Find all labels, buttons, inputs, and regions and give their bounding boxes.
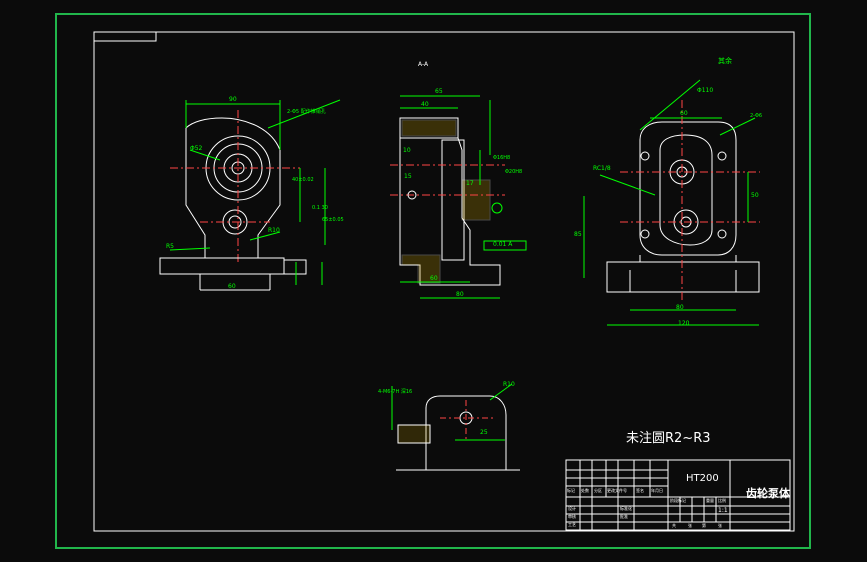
tb-label-review: 审核 xyxy=(568,514,576,519)
dim-side-60: 60 xyxy=(680,110,688,117)
tb-label-no: 第 xyxy=(702,523,706,528)
dim-sec-15: 15 xyxy=(404,173,412,180)
title-block xyxy=(565,459,791,531)
tb-label-standard: 标准化 xyxy=(620,506,632,511)
dim-sec-phi16: Φ16H8 xyxy=(493,155,511,161)
corner-tag-box xyxy=(93,31,157,42)
dim-front-phi52: Φ52 xyxy=(190,145,203,152)
tb-label-mark: 标记 xyxy=(567,488,575,493)
dim-side-85: 85 xyxy=(574,231,582,238)
front-view xyxy=(159,99,341,291)
tb-label-count: 处数 xyxy=(581,488,589,493)
dim-detail-thread: 4-M6-7H 深16 xyxy=(378,389,413,395)
dim-front-90: 90 xyxy=(229,96,237,103)
dim-sec-10: 10 xyxy=(403,147,411,154)
dim-front-tol: 0.1 30 xyxy=(312,205,328,211)
dim-detail-25: 25 xyxy=(480,429,488,436)
tb-label-approve: 批准 xyxy=(620,514,628,519)
dim-sec-80: 80 xyxy=(456,291,464,298)
tb-label-date: 年月日 xyxy=(651,488,663,493)
dim-front-60: 60 xyxy=(228,283,236,290)
tb-label-zone: 分区 xyxy=(594,488,602,493)
dim-sec-17: 17 xyxy=(466,180,474,187)
dim-side-120: 120 xyxy=(678,320,690,327)
part-name-label: 齿轮泵体 xyxy=(746,487,790,500)
dim-front-pin-note: 2-Φ5 配作锥销孔 xyxy=(287,109,326,115)
tb-label-total: 共 xyxy=(672,523,676,528)
material-label: HT200 xyxy=(686,473,719,484)
sheet-outer-border xyxy=(55,13,811,549)
dim-sec-phi20: Φ20H8 xyxy=(505,169,523,175)
dim-side-2phi6: 2-Φ6 xyxy=(750,113,763,119)
fillet-note: 未注圆R2~R3 xyxy=(626,431,711,446)
section-label: A-A xyxy=(418,61,429,68)
dim-sec-geom-tol: 0.01 A xyxy=(493,241,513,248)
sheet-inner-border xyxy=(93,31,795,532)
section-view xyxy=(390,95,527,299)
dim-sec-65: 65 xyxy=(435,88,443,95)
tb-label-sheet-b: 张 xyxy=(718,523,722,528)
dim-front-r10: R10 xyxy=(268,227,280,234)
dim-side-phi110: Φ110 xyxy=(697,87,714,94)
tb-label-stage: 阶段标记 xyxy=(670,498,686,503)
dim-front-65: 65±0.05 xyxy=(322,217,344,223)
dim-front-40: 40±0.02 xyxy=(292,177,314,183)
detail-view xyxy=(391,383,520,471)
tb-label-sheet-a: 张 xyxy=(688,523,692,528)
dim-side-rc18: RC1/8 xyxy=(593,165,611,172)
dim-side-50: 50 xyxy=(751,192,759,199)
dim-sec-60: 60 xyxy=(430,275,438,282)
dim-detail-r10: R10 xyxy=(503,381,515,388)
tb-label-process: 工艺 xyxy=(568,522,576,527)
dim-sec-40: 40 xyxy=(421,101,429,108)
side-view xyxy=(583,79,760,326)
scale-label: 1:1 xyxy=(718,507,728,514)
tb-label-design: 设计 xyxy=(568,506,576,511)
dim-side-80: 80 xyxy=(676,304,684,311)
tb-label-weight: 重量 xyxy=(706,498,714,503)
roughness-note: 其余 xyxy=(718,57,732,65)
tb-label-sign: 签名 xyxy=(636,488,644,493)
tb-label-ratio: 比例 xyxy=(718,498,726,503)
dim-front-r5: R5 xyxy=(166,243,174,250)
tb-label-change: 更改文件号 xyxy=(607,488,627,493)
